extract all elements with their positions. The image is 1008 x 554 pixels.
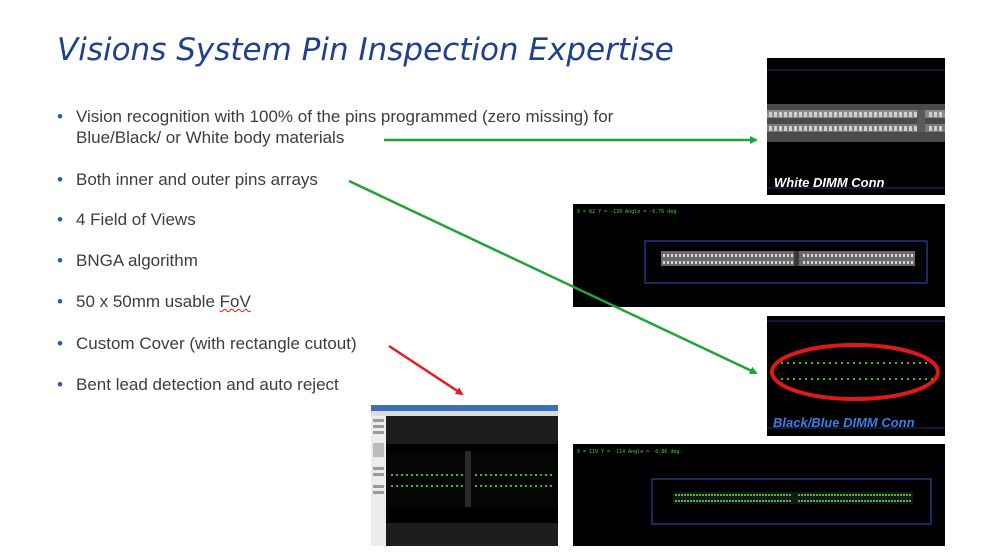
spellcheck-flagged-word: FoV [219, 292, 251, 311]
bullet-bent-lead: Bent lead detection and auto reject [57, 374, 339, 395]
green-arrow-to-black-dimm [348, 179, 758, 375]
black-dimm-image: Black/Blue DIMM Conn [767, 316, 945, 436]
black-dimm-caption: Black/Blue DIMM Conn [773, 415, 915, 430]
bullet-custom-cover: Custom Cover (with rectangle cutout) [57, 333, 357, 354]
bullet-usable-fov: 50 x 50mm usable FoV [57, 291, 251, 312]
software-screenshot [371, 405, 558, 546]
slide-title: Visions System Pin Inspection Expertise [57, 32, 674, 68]
bullet-line-2: Blue/Black/ or White body materials [76, 128, 345, 147]
position-readout: X = 82 Y = -139 Angle = -0.76 deg. [577, 209, 680, 215]
bullet-bnga: BNGA algorithm [57, 250, 198, 271]
inspection-view-2: X = 119 Y = -114 Angle = -0.86 deg. [573, 444, 945, 546]
white-dimm-caption: White DIMM Conn [774, 175, 885, 190]
red-arrow-to-screenshot [388, 344, 464, 396]
bullet-line-1: Vision recognition with 100% of the pins… [76, 107, 614, 126]
bullet-pin-arrays: Both inner and outer pins arrays [57, 169, 318, 190]
bullet-vision-recognition: Vision recognition with 100% of the pins… [57, 106, 613, 148]
bullet-fields-of-view: 4 Field of Views [57, 209, 196, 230]
bullet-usable-fov-text: 50 x 50mm usable [76, 292, 220, 311]
position-readout: X = 119 Y = -114 Angle = -0.86 deg. [577, 449, 683, 455]
inspection-view-1: X = 82 Y = -139 Angle = -0.76 deg. [573, 204, 945, 307]
white-dimm-image: White DIMM Conn [767, 58, 945, 195]
